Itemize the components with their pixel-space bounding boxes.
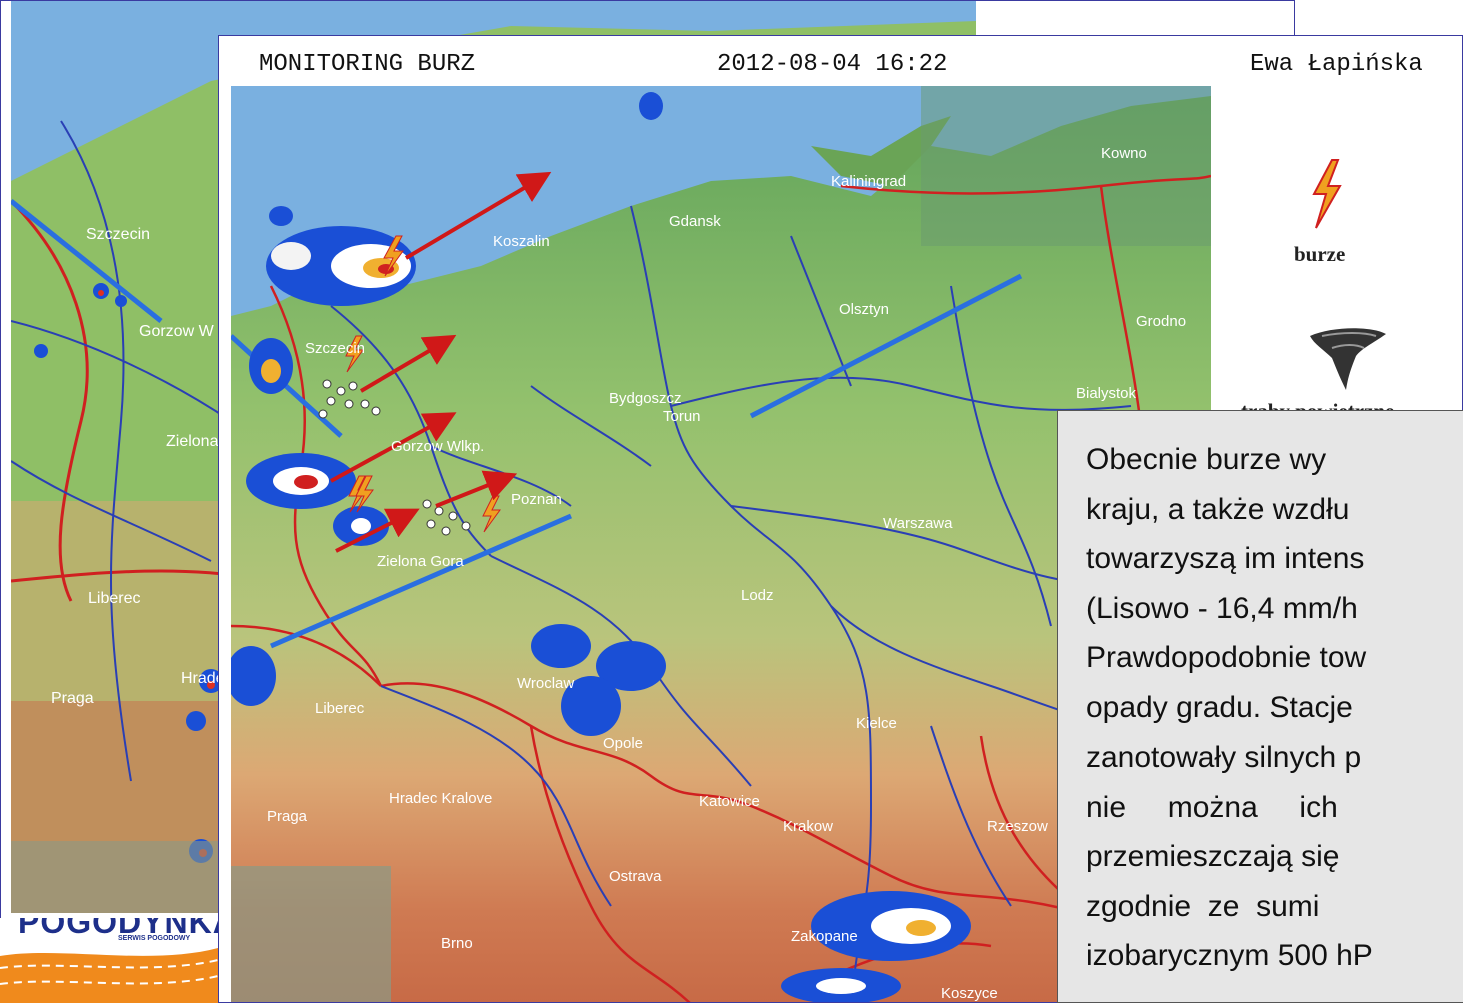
tornado-icon (1310, 328, 1386, 390)
back-city-label: Szczecin (86, 226, 150, 243)
city-label: Wroclaw (517, 675, 574, 692)
city-label: Szczecin (305, 340, 365, 357)
coastline (811, 116, 951, 186)
radar-beam (270, 513, 572, 649)
city-label: Poznan (511, 491, 562, 508)
city-label: Lodz (741, 587, 774, 604)
logo-swoosh-icon (0, 948, 218, 1003)
city-label: Olsztyn (839, 301, 889, 318)
description-line: zgodnie ze sumi (1086, 890, 1320, 923)
description-line: opady gradu. Stacje (1086, 691, 1353, 724)
city-label: Gdansk (669, 213, 721, 230)
city-label: Liberec (315, 700, 365, 717)
storm-radar-map: Kowno Kaliningrad Gdansk Koszalin Olszty… (231, 86, 1211, 1002)
city-label: Ostrava (609, 868, 662, 885)
back-city-label: Praga (51, 690, 94, 707)
city-label: Opole (603, 735, 643, 752)
city-label: Katowice (699, 793, 760, 810)
city-labels: Kowno Kaliningrad Gdansk Koszalin Olszty… (267, 145, 1186, 1002)
grey-region (921, 86, 1211, 246)
storm-cells (231, 92, 971, 1002)
city-label: Kielce (856, 715, 897, 732)
city-label: Rzeszow (987, 818, 1048, 835)
description-line: towarzyszą im intens (1086, 542, 1365, 575)
logo-wordmark: POGODYNKA (18, 918, 218, 940)
city-label: Bydgoszcz (609, 390, 682, 407)
logo-subtitle: SERWIS POGODOWY (118, 935, 191, 942)
page-title: MONITORING BURZ (259, 51, 476, 78)
legend-storms-label: burze (1294, 242, 1346, 266)
city-label: Krakow (783, 818, 833, 835)
description-line: (Lisowo - 16,4 mm/h (1086, 592, 1358, 625)
lightning-icon (1312, 159, 1342, 229)
description-line: izobarycznym 500 hP (1086, 939, 1373, 972)
city-label: Kowno (1101, 145, 1147, 162)
description-line: Obecnie burze wy (1086, 443, 1327, 476)
description-line: Prawdopodobnie tow (1086, 641, 1367, 674)
grey-region (231, 866, 391, 1002)
city-label: Brno (441, 935, 473, 952)
city-label: Warszawa (883, 515, 953, 532)
city-label: Koszyce (941, 985, 998, 1002)
city-label: Praga (267, 808, 308, 825)
city-label: Torun (663, 408, 701, 425)
back-city-label: Zielona (166, 433, 219, 450)
description-line: kraju, a także wzdłu (1086, 493, 1350, 526)
city-label: Gorzow Wlkp. (391, 438, 484, 455)
city-label: Grodno (1136, 313, 1186, 330)
city-label: Zielona Gora (377, 553, 464, 570)
city-label: Koszalin (493, 233, 550, 250)
city-label: Kaliningrad (831, 173, 906, 190)
pogodynka-logo: POGODYNKA SERWIS POGODOWY (0, 918, 218, 1003)
timestamp: 2012-08-04 16:22 (717, 51, 948, 78)
author-name: Ewa Łapińska (1250, 51, 1423, 78)
city-label: Zakopane (791, 928, 858, 945)
description-line: przemieszczają się (1086, 840, 1340, 873)
description-box: Obecnie burze wy kraju, a także wzdłu to… (1057, 410, 1463, 1003)
front-map-panel: MONITORING BURZ 2012-08-04 16:22 Ewa Łap… (218, 35, 1463, 1003)
back-city-label: Liberec (88, 590, 140, 607)
description-line: zanotowały silnych p (1086, 741, 1362, 774)
radar-beam (749, 273, 1023, 419)
city-label: Hradec Kralove (389, 790, 492, 807)
tornado-reports (318, 379, 471, 536)
city-label: Bialystok (1076, 385, 1137, 402)
back-city-label: Gorzow W (139, 323, 215, 340)
storm-motion-arrows (330, 171, 552, 553)
description-line: nie można ich (1086, 791, 1338, 824)
